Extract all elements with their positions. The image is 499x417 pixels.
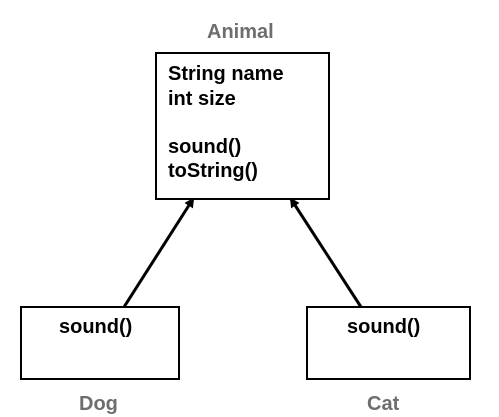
dog-to-animal-arrow	[122, 197, 195, 308]
animal-class-name: Animal	[207, 21, 274, 43]
dog-class-name: Dog	[79, 393, 118, 415]
cat-class-name: Cat	[367, 393, 400, 415]
animal-method-sound: sound()	[168, 136, 242, 158]
cat-method-sound: sound()	[347, 316, 421, 338]
dog-method-sound: sound()	[59, 316, 133, 338]
cat-to-animal-arrow	[289, 197, 363, 308]
cat-class-box: sound()	[306, 306, 471, 380]
dog-class-box: sound()	[20, 306, 180, 380]
animal-field-name: String name	[168, 63, 284, 85]
animal-method-tostring: toString()	[168, 160, 258, 182]
animal-field-size: int size	[168, 88, 236, 110]
animal-class-box: String name int size sound() toString()	[155, 52, 330, 200]
